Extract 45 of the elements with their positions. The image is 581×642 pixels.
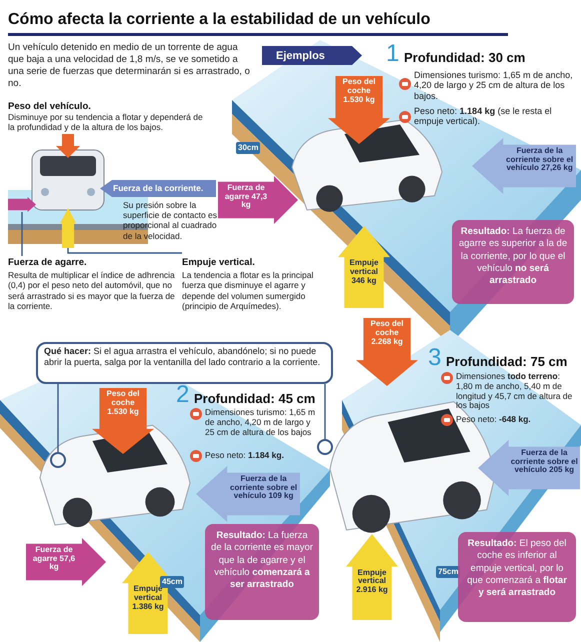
depth-heading: Profundidad: 75 cm — [446, 353, 568, 371]
description-text: La tendencia a flotar es la principal fuerza que disminuye el agarre y depende del volumen sumergido (principio de Arquímedes). — [182, 270, 314, 311]
result-box: Resultado: La fuerza de la corriente es mayor que la de agarre y el vehículo comenzará a ser arrastrado — [205, 524, 319, 620]
force-arrow — [8, 197, 36, 212]
description-text: Peso neto: 1.184 kg. — [205, 451, 285, 461]
leader-line — [21, 212, 23, 256]
force-arrow — [60, 208, 76, 248]
description-text: Resulta de multiplicar el índice de adhrencia (0,4) por el peso neto del automóvil, que no será arrastrado si es mayor que la fuerza de la corriente. — [8, 270, 176, 311]
force-arrow: Fuerza de la corriente. — [100, 180, 216, 197]
result-box: Resultado: La fuerza de agarre es superior a la de la corriente, por lo que el vehículo no será arrastrado — [452, 220, 574, 304]
force-label: Fuerza de la corriente sobre el vehículo 205 kg — [510, 448, 578, 476]
description-text: Dimensiones turismo: 1,65 m de ancho, 4,20 m de largo y 25 cm de altura de los bajos — [205, 408, 316, 438]
advice-box: Qué hacer: Si el agua arrastra el vehículo, abandónelo; si no puede abrir la puerta, salga por la ventanilla del lado contrario a la corriente. — [36, 342, 333, 384]
force-label: Peso del coche 1.530 kg — [106, 390, 140, 416]
description-text: Dimensiones todo terreno: 1,80 m de ancho, 5,40 m de longitud y 45,7 cm de altura de los bajos — [456, 372, 574, 412]
leader-line — [67, 248, 182, 254]
force-label: Empuje vertical 346 kg — [348, 259, 380, 286]
section-heading: Fuerza de agarre. — [8, 256, 88, 270]
depth-heading: Profundidad: 45 cm — [194, 390, 316, 408]
depth-label: 75cm — [436, 566, 460, 578]
force-label: Empuje vertical 1.386 kg — [131, 585, 164, 612]
force-label: Empuje vertical 2.916 kg — [355, 568, 389, 596]
leader-line — [57, 384, 59, 452]
step-number: 1 — [386, 42, 400, 66]
description-text: Disminuye por su tendencia a flotar y dependerá de la profundidad y de la altura de los bajos. — [8, 112, 204, 132]
step-number: 3 — [428, 346, 442, 370]
depth-heading: Profundidad: 30 cm — [404, 49, 526, 67]
force-label: Fuerza de la corriente sobre el vehículo 109 kg — [229, 474, 298, 502]
description-text: Un vehículo detenido en medio de un torrente de agua que baja a una velocidad de 1,8 m/s, se ve sometido a una serie de fuerzas que determinarán si es arrastrado, o no. — [8, 42, 251, 90]
result-box: Resultado: El peso del coche es inferior al empuje vertical, por lo que comenzará a flotar y será arrastrado — [458, 532, 576, 622]
force-label: Peso del coche 2.268 kg — [370, 320, 404, 346]
step-number: 2 — [176, 383, 190, 407]
title: Cómo afecta la corriente a la estabilidad de un vehículo — [8, 10, 430, 30]
section-heading: Peso del vehículo. — [8, 100, 92, 114]
section-heading: Empuje vertical. — [182, 256, 256, 270]
description-text: Peso neto: -648 kg. — [456, 415, 532, 425]
description-text: Peso neto: 1.184 kg (se le resta el empuje vertical). — [414, 106, 553, 127]
force-label: Fuerza de agarre 57,6 kg — [32, 546, 76, 572]
depth-label: 45cm — [160, 576, 184, 588]
force-label: Fuerza de agarre 47,3 kg — [224, 184, 268, 210]
force-label: Fuerza de la corriente sobre el vehículo 27,26 kg — [505, 146, 574, 174]
depth-label: 30cm — [236, 142, 260, 154]
description-text: Dimensiones turismo: 1,65 m de ancho, 4,20 de largo y 25 cm de altura de los bajos. — [414, 70, 574, 102]
leader-line — [324, 384, 326, 439]
force-label: Peso del coche 1.530 kg — [342, 78, 376, 104]
